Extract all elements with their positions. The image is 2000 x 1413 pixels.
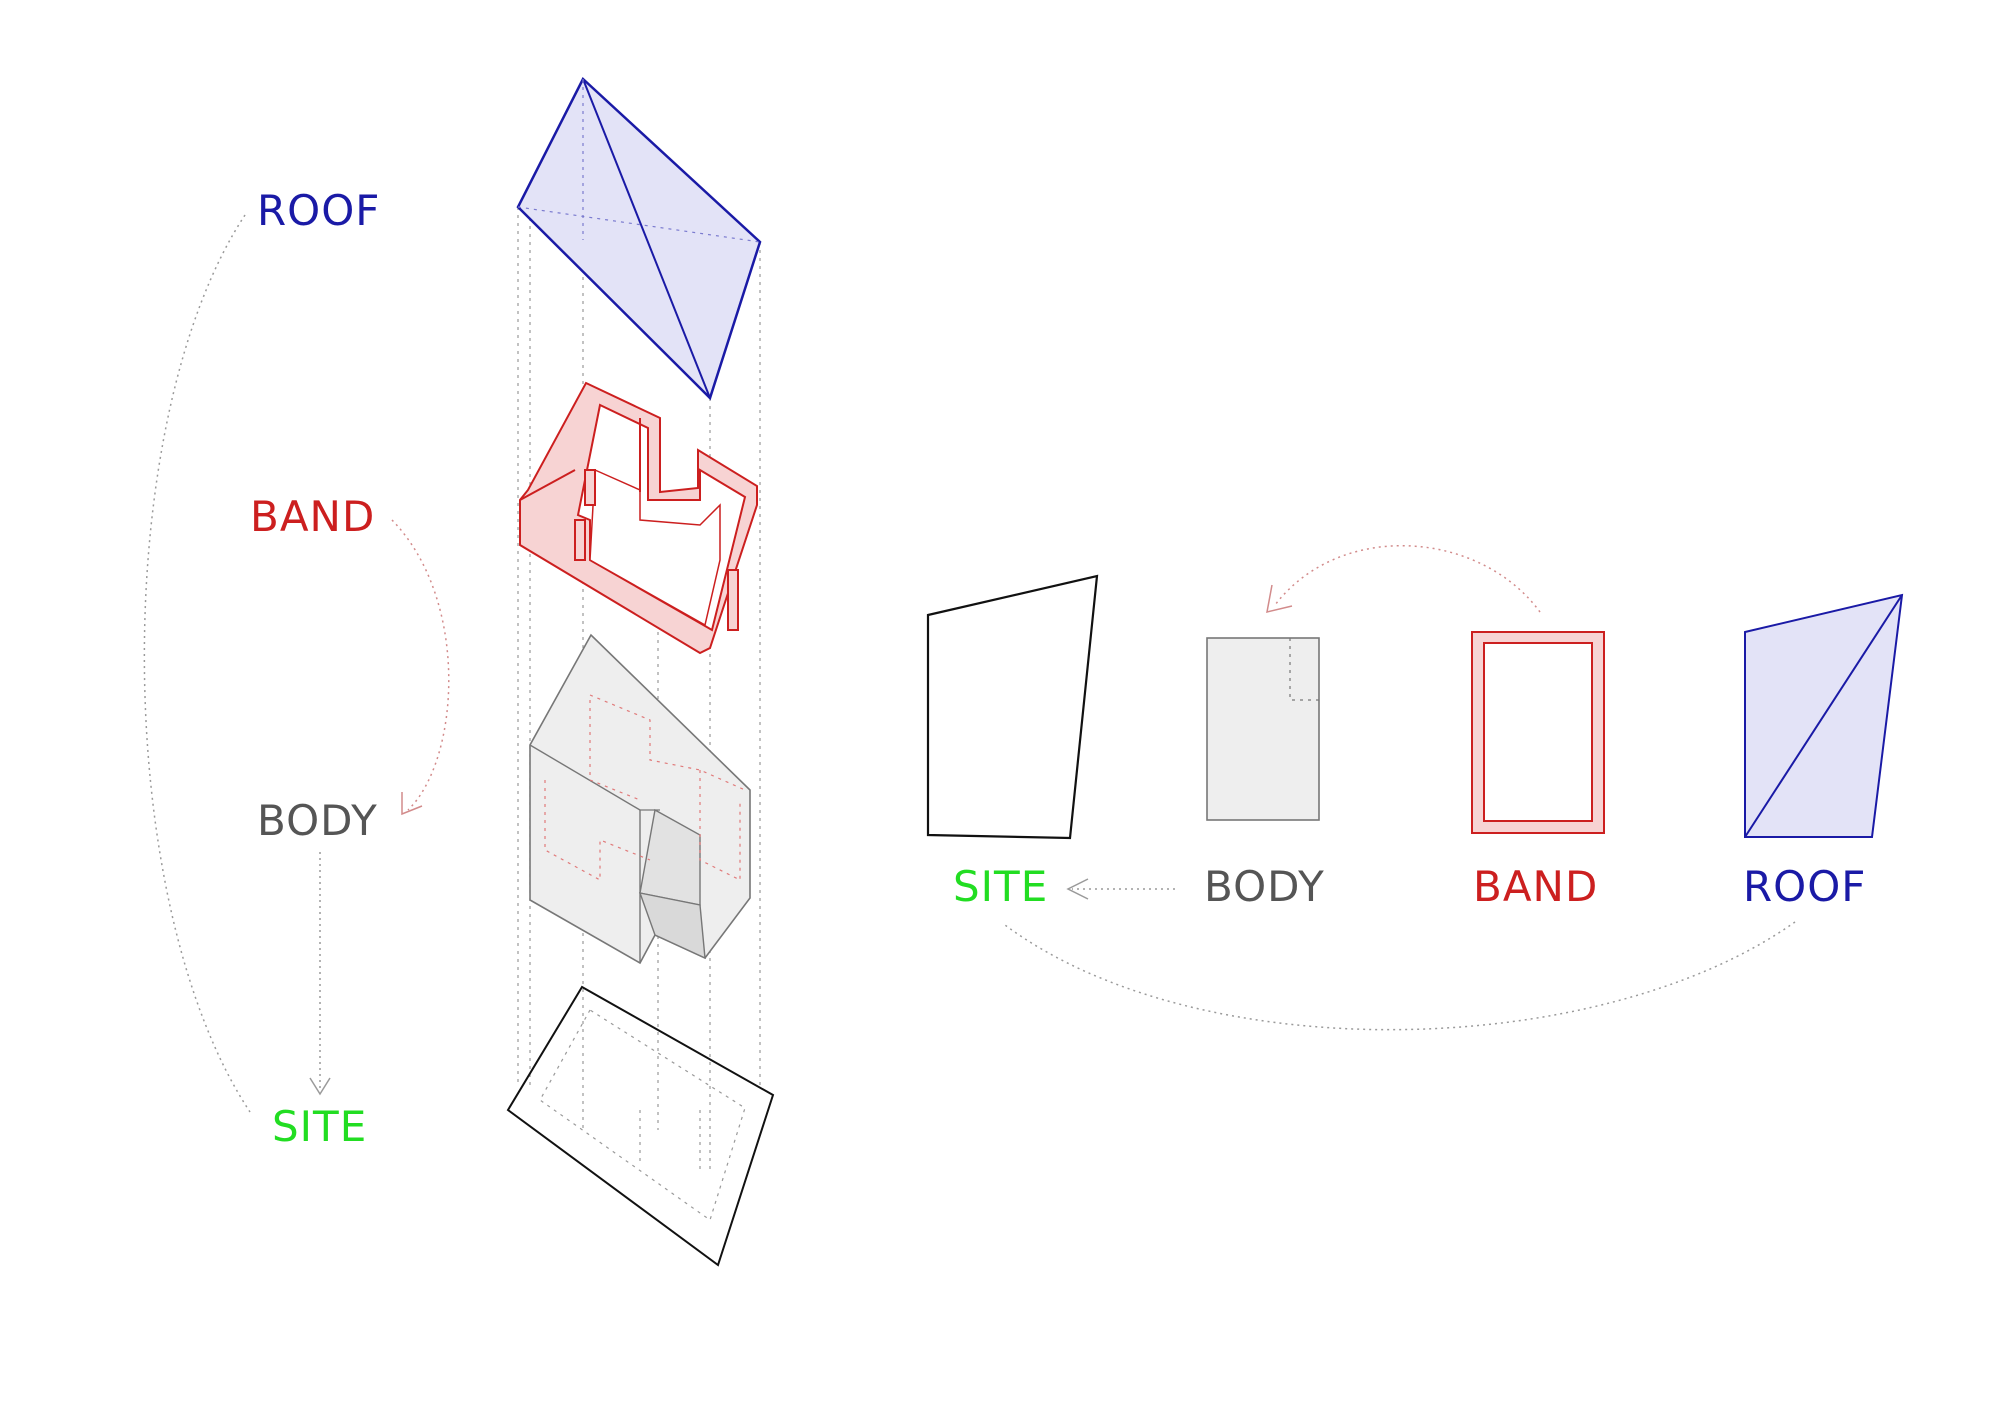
- left-body-volume: [530, 635, 750, 963]
- right-roof-plan: [1745, 595, 1902, 837]
- right-body-plan: [1207, 638, 1319, 820]
- right-band-plan: [1472, 632, 1604, 833]
- arrowhead-band-to-body: [402, 792, 422, 814]
- left-site-plane: [508, 987, 773, 1265]
- arc-roof-to-site-right: [1005, 922, 1795, 1030]
- right-site-plan: [928, 576, 1097, 838]
- arc-band-to-body: [392, 520, 449, 810]
- arc-band-to-body-right: [1275, 546, 1540, 612]
- right-flow-arrows: [1005, 546, 1795, 1030]
- left-roof-plane: [518, 79, 760, 398]
- left-band-frame: [520, 383, 757, 653]
- arc-roof-to-site: [144, 215, 250, 1112]
- left-flow-arrows: [144, 215, 448, 1112]
